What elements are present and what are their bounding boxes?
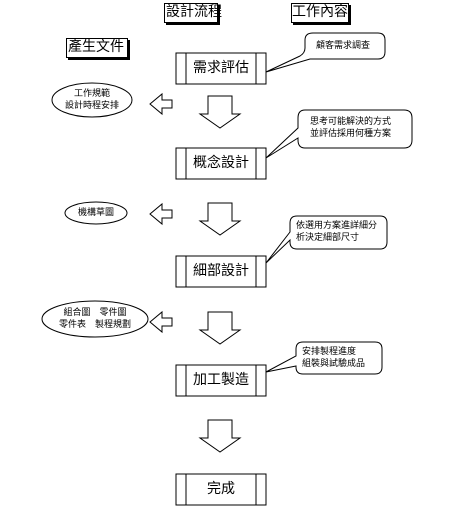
step-box-2 (175, 147, 267, 180)
step-label-4: 加工製造 (193, 372, 249, 388)
step-label-5: 完成 (207, 481, 235, 497)
left-arrow-3 (149, 310, 173, 334)
callout-4-line-1: 安排製程進度 (302, 347, 357, 357)
callout-bubble-4 (265, 341, 383, 375)
step-box-1 (175, 52, 267, 85)
doc-text-1: 工作規範 設計時程安排 (56, 88, 128, 112)
callout-3-line-1: 依選用方案進詳細分 (296, 221, 378, 231)
doc-text-2: 機構草圖 (66, 207, 126, 219)
down-arrow-2 (198, 202, 242, 236)
step-box-4 (175, 364, 267, 397)
callout-bubble-3 (265, 215, 388, 264)
callout-text-4: 安排製程進度 組裝與試驗成品 (302, 346, 365, 370)
header-design-flow: 設計流程 (166, 4, 222, 20)
left-arrow-1 (149, 92, 173, 116)
doc-1-line-1: 工作規範 (73, 89, 110, 99)
doc-oval-1 (51, 82, 133, 118)
down-arrow-1 (198, 95, 242, 129)
doc-oval-2 (64, 201, 128, 225)
header-box-docs (66, 38, 128, 58)
header-output-docs: 產生文件 (68, 39, 124, 55)
doc-3-line-2: 零件表 製程規劃 (58, 320, 131, 330)
doc-2-line-1: 機構草圖 (77, 208, 114, 218)
callout-text-3: 依選用方案進詳細分 析決定細部尺寸 (296, 220, 377, 244)
doc-oval-3 (41, 300, 149, 338)
down-arrow-4 (198, 419, 242, 453)
callout-3-line-2: 析決定細部尺寸 (296, 233, 360, 243)
callout-bubble-2 (265, 109, 413, 159)
doc-text-3: 組合圖 零件圖 零件表 製程規劃 (48, 307, 142, 331)
step-label-2: 概念設計 (193, 155, 249, 171)
header-box-flow (164, 3, 218, 23)
callout-2-line-2: 並評估採用何種方案 (310, 129, 392, 139)
header-work-content: 工作內容 (292, 4, 348, 20)
step-box-5 (175, 473, 267, 506)
step-label-3: 細部設計 (193, 263, 249, 279)
header-box-content (291, 3, 349, 23)
callout-text-1: 顧客需求調查 (316, 40, 370, 52)
callout-text-2: 思考可能解決的方式 並評估採用何種方案 (310, 116, 391, 140)
left-arrow-2 (149, 202, 173, 226)
callout-4-line-2: 組裝與試驗成品 (302, 359, 366, 369)
callout-1-line-1: 顧客需求調查 (316, 41, 371, 51)
step-label-1: 需求評估 (193, 60, 249, 76)
doc-1-line-2: 設計時程安排 (64, 101, 119, 111)
doc-3-line-1: 組合圖 零件圖 (63, 308, 127, 318)
down-arrow-3 (198, 311, 242, 345)
step-box-3 (175, 255, 267, 288)
callout-2-line-1: 思考可能解決的方式 (310, 117, 392, 127)
callout-bubble-1 (265, 32, 386, 73)
